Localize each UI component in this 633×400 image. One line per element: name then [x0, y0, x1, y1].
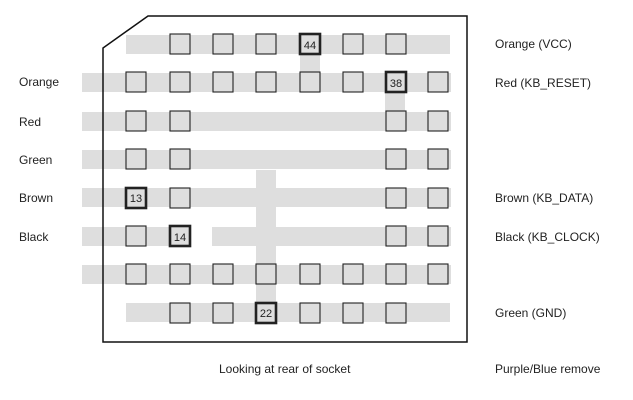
- pin: [125, 110, 147, 132]
- right-label-orange-vcc: Orange (VCC): [495, 37, 572, 51]
- pin: [255, 71, 277, 93]
- pin: [385, 225, 407, 247]
- trace-row-1: [126, 35, 450, 54]
- pin: [125, 263, 147, 285]
- pin: [385, 302, 407, 324]
- pin-highlighted: [168, 224, 192, 248]
- pin: [212, 263, 234, 285]
- trace-row-6-right: [212, 227, 451, 246]
- pin-number-38: 38: [390, 78, 402, 90]
- pin-highlighted: [254, 301, 278, 325]
- pin: [342, 33, 364, 55]
- pin: [427, 110, 449, 132]
- pin: [427, 71, 449, 93]
- pin-grid: [124, 32, 449, 325]
- pin: [169, 33, 191, 55]
- pin: [385, 33, 407, 55]
- pin: [255, 263, 277, 285]
- pin: [169, 148, 191, 170]
- pin: [169, 263, 191, 285]
- socket-outline: [102, 15, 468, 343]
- pin-number-14: 14: [174, 232, 186, 244]
- pin: [169, 302, 191, 324]
- pin: [385, 148, 407, 170]
- pin: [427, 187, 449, 209]
- caption: Looking at rear of socket: [219, 362, 351, 376]
- pin: [125, 71, 147, 93]
- pin-number-13: 13: [130, 193, 142, 205]
- right-label-green-gnd: Green (GND): [495, 306, 567, 320]
- pin-highlighted: [298, 32, 322, 56]
- pin: [212, 33, 234, 55]
- trace-row-8: [126, 303, 450, 322]
- pin: [169, 71, 191, 93]
- left-label-red: Red: [19, 115, 42, 129]
- pin: [427, 225, 449, 247]
- trace-row-3-right: [192, 112, 451, 131]
- right-label-red-kb-reset: Red (KB_RESET): [495, 76, 592, 90]
- left-label-green: Green: [19, 153, 53, 167]
- pin: [385, 110, 407, 132]
- left-label-orange: Orange: [19, 75, 60, 89]
- pin: [125, 148, 147, 170]
- pin: [342, 302, 364, 324]
- right-label-brown-kb-data: Brown (KB_DATA): [495, 191, 594, 205]
- pin: [427, 263, 449, 285]
- pin: [427, 148, 449, 170]
- pin-highlighted: [384, 70, 408, 94]
- pin-highlighted: [124, 186, 148, 210]
- left-label-black: Black: [19, 230, 49, 244]
- pin: [385, 263, 407, 285]
- pin: [299, 263, 321, 285]
- pin-number-44: 44: [304, 40, 316, 52]
- right-label-black-kb-clock: Black (KB_CLOCK): [495, 230, 600, 244]
- pin: [125, 225, 147, 247]
- pin: [255, 33, 277, 55]
- pin: [299, 71, 321, 93]
- pin-number-22: 22: [260, 308, 272, 320]
- note: Purple/Blue remove: [495, 362, 601, 376]
- trace-gnd-riser: [256, 170, 276, 312]
- pin-number-layer: 44 38 13 14 22: [130, 40, 402, 320]
- pin: [342, 263, 364, 285]
- pin: [212, 71, 234, 93]
- pin: [342, 71, 364, 93]
- pin: [212, 302, 234, 324]
- pin: [299, 302, 321, 324]
- pin: [169, 187, 191, 209]
- left-label-brown: Brown: [19, 191, 54, 205]
- pin: [169, 110, 191, 132]
- pin: [385, 187, 407, 209]
